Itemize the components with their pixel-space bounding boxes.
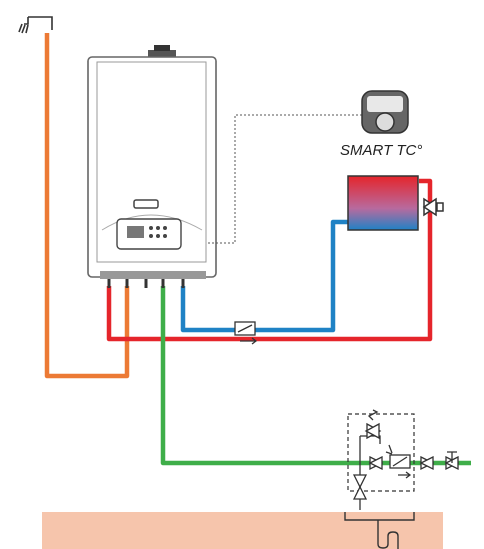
cold-water-pipe <box>160 286 471 466</box>
boiler-icon <box>87 45 217 288</box>
drain-trap-icon <box>344 512 415 549</box>
inlet-valves <box>352 409 460 510</box>
thermostat-label: SMART TC° <box>340 142 423 159</box>
hot-water-pipe <box>44 33 130 379</box>
thermostat-wire <box>208 114 364 244</box>
return-pipe <box>180 219 348 333</box>
check-valve-icon <box>234 321 258 345</box>
floor-strip <box>42 512 443 549</box>
flow-pipe <box>106 178 433 342</box>
zone-valve-icon <box>422 197 444 217</box>
hot-water-cylinder-icon <box>347 175 419 231</box>
boiler-control-panel <box>116 218 182 250</box>
thermostat-icon <box>361 90 409 134</box>
faucet-icon <box>18 16 53 34</box>
inlet-group-box <box>347 413 415 492</box>
